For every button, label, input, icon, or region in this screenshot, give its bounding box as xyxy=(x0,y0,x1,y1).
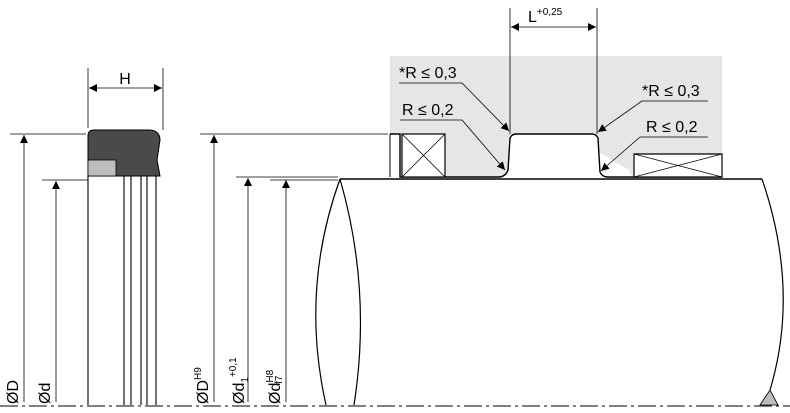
dim-bore-label: ØDH9 xyxy=(193,367,212,404)
radius-upper-right-label: *R ≤ 0,3 xyxy=(642,83,700,100)
dim-d-label: Ød xyxy=(37,383,54,404)
dim-D-label: ØD xyxy=(5,380,22,404)
dim-rod-tol-bottom: f7 xyxy=(274,375,285,384)
dim-L-tol: +0,25 xyxy=(537,7,563,18)
dim-H: H xyxy=(87,68,164,130)
rod xyxy=(315,178,784,406)
dim-L-symbol: L xyxy=(528,9,537,26)
dim-L: L+0,25 xyxy=(509,7,598,134)
radius-lower-right-leader xyxy=(600,136,641,172)
seal-section-right-cross-b xyxy=(633,153,723,178)
dim-rod-diameter: ØdH8f7 xyxy=(265,180,290,404)
dim-rod-label: ØdH8f7 xyxy=(265,369,285,404)
rod-far-end-shade xyxy=(759,389,779,406)
dim-groove-sub: 1 xyxy=(240,377,251,383)
dim-rod-tol-top: H8 xyxy=(265,369,276,382)
radius-upper-left-leader xyxy=(461,82,510,132)
dim-groove-diameter: Ød1+0,1 xyxy=(228,178,252,404)
dim-groove-tol: +0,1 xyxy=(228,357,239,377)
dim-bore-tol: H9 xyxy=(193,367,204,380)
radius-lower-left-label: R ≤ 0,2 xyxy=(402,102,454,119)
dim-bore-base: ØD xyxy=(195,380,212,404)
radius-upper-right-leader xyxy=(597,100,643,133)
housing xyxy=(389,56,722,178)
dim-H-label: H xyxy=(119,71,131,88)
dim-L-label: L+0,25 xyxy=(528,7,563,26)
seal-insert-section xyxy=(87,159,117,177)
dim-rod-base: Ød xyxy=(267,383,284,404)
dim-bore-diameter: ØDH9 xyxy=(193,135,218,404)
radius-lower-right-label: R ≤ 0,2 xyxy=(646,119,698,136)
housing-section xyxy=(390,56,722,177)
dim-seal-inner-diameter: Ød xyxy=(37,181,60,404)
dim-groove-label: Ød1+0,1 xyxy=(228,357,251,404)
rod-end-left-arc xyxy=(315,178,341,406)
radius-upper-left-label: *R ≤ 0,3 xyxy=(399,65,457,82)
rod-end-right-arc xyxy=(339,178,362,406)
seal-sections-installed xyxy=(401,133,723,178)
seal-free-view xyxy=(87,129,161,405)
dim-seal-outer-diameter: ØD xyxy=(5,135,28,404)
radius-callouts: *R ≤ 0,3 R ≤ 0,2 *R ≤ 0,3 R ≤ 0,2 xyxy=(399,65,708,172)
rod-far-end xyxy=(761,178,784,391)
groove-outline xyxy=(390,133,722,178)
radius-lower-left-leader xyxy=(461,119,506,171)
dim-groove-base: Ød xyxy=(231,383,248,404)
seal-section-left-cross-b xyxy=(401,133,446,178)
